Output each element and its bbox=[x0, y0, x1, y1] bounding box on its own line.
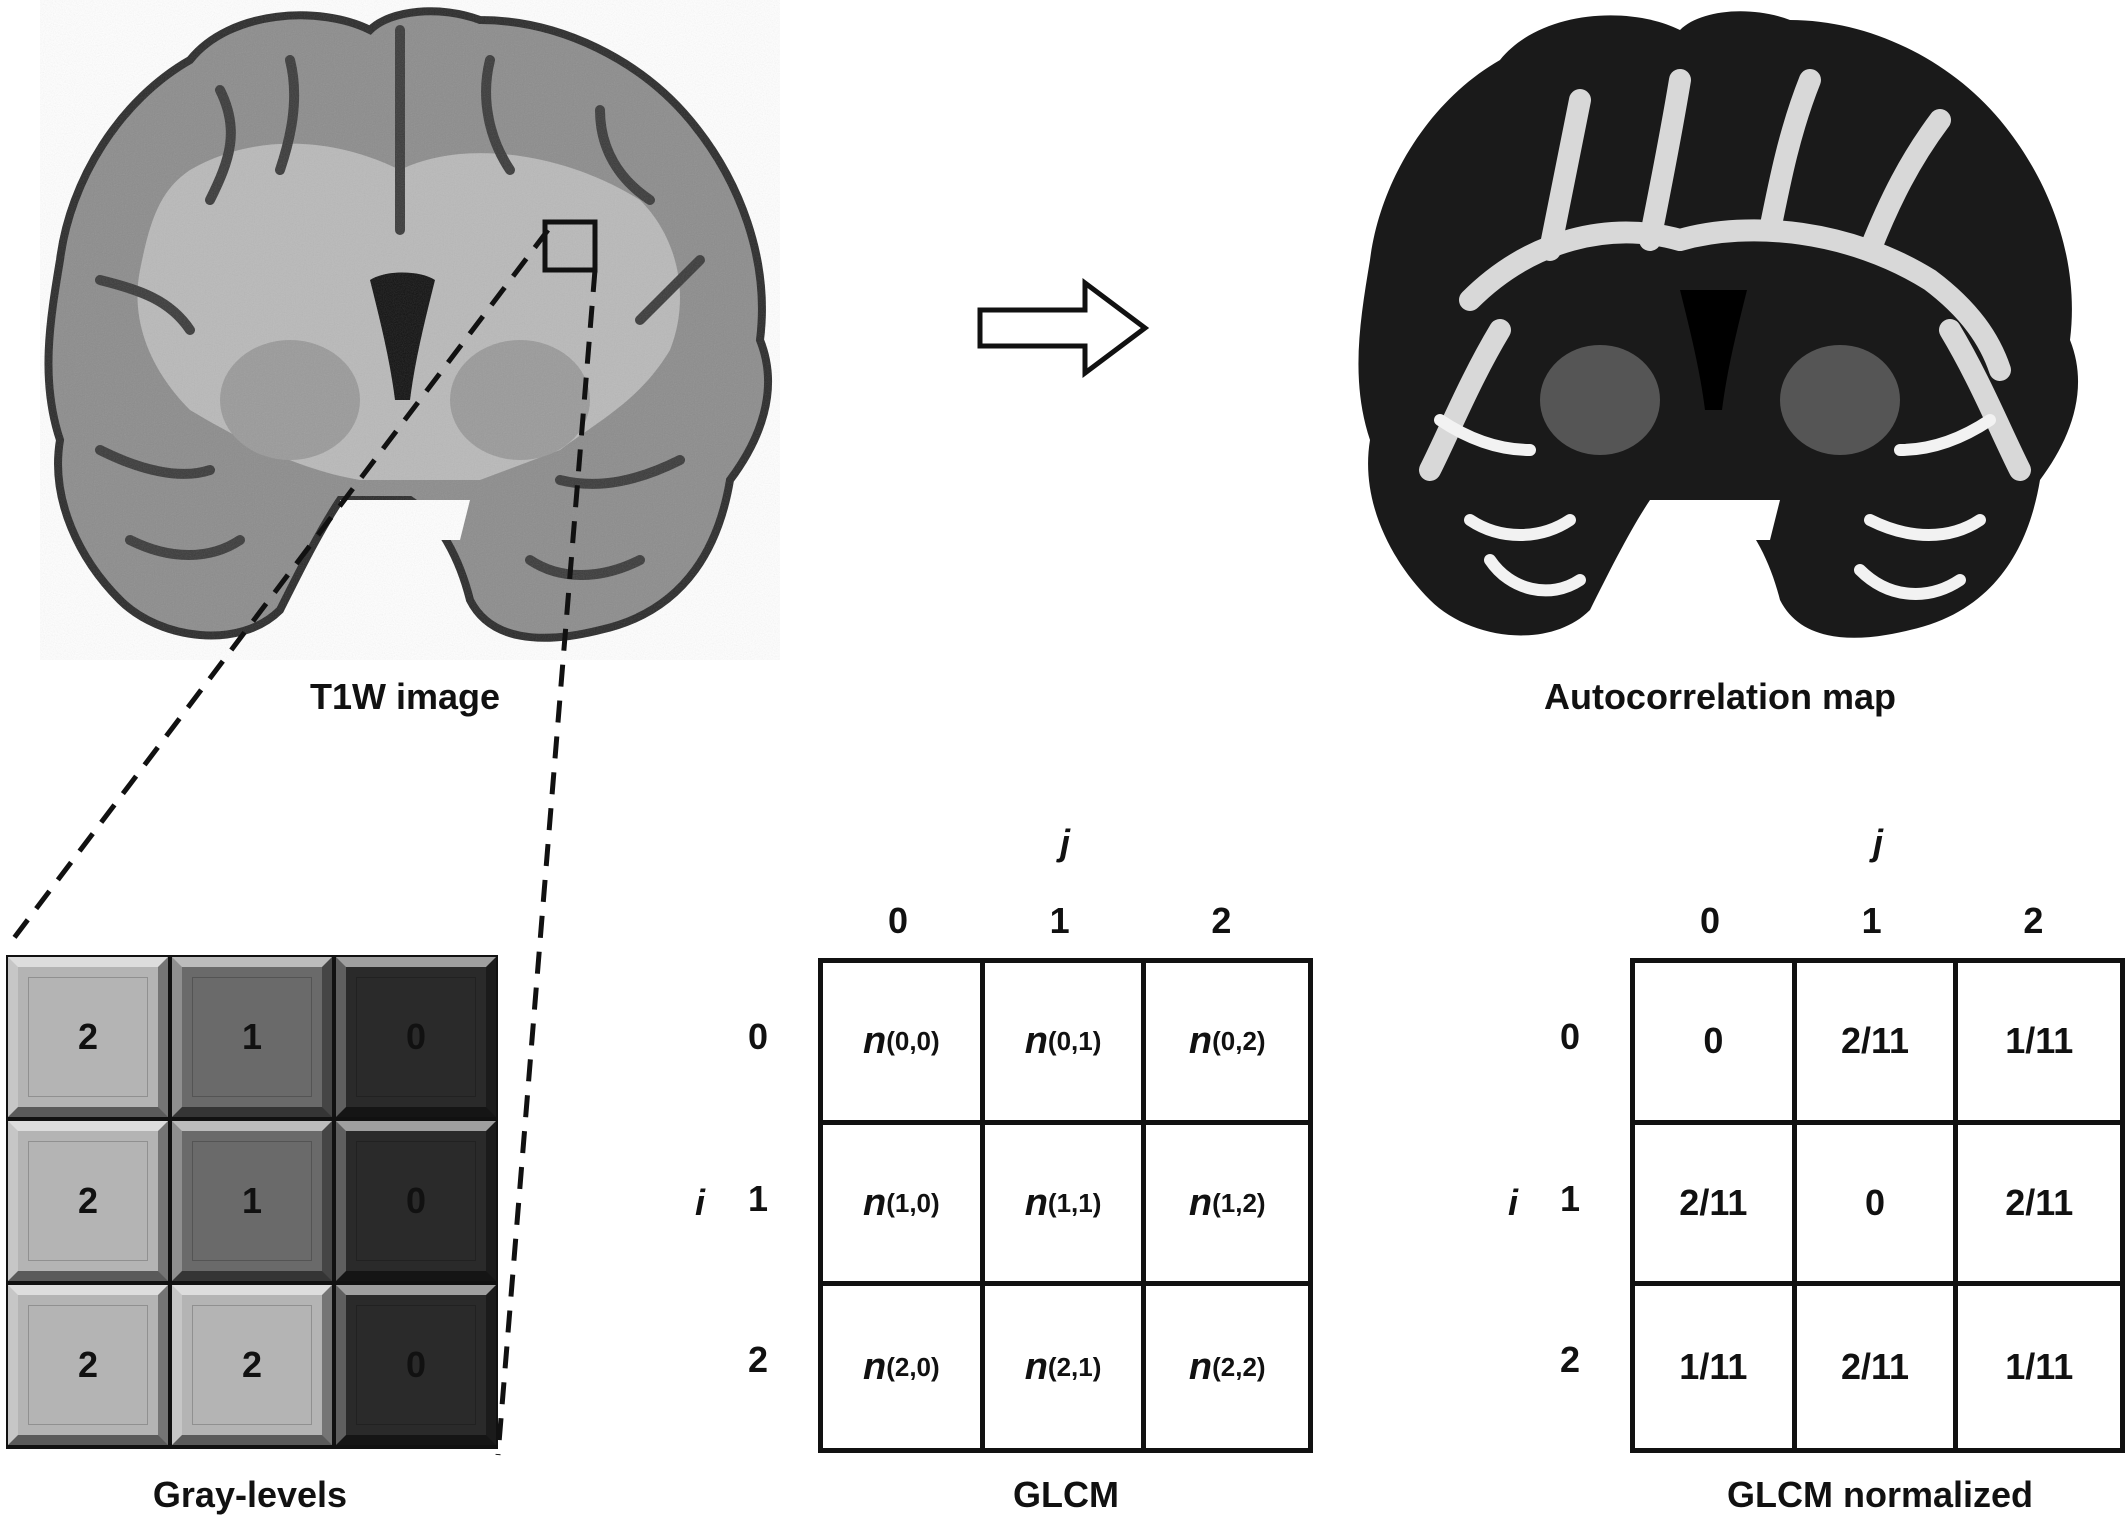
glcm-normalized-caption: GLCM normalized bbox=[1726, 1474, 2034, 1515]
gray-level-value: 2 bbox=[77, 1344, 99, 1385]
glcm-count-symbol: n bbox=[1024, 1019, 1048, 1062]
glcm-count-subscript: (2,0) bbox=[886, 1351, 940, 1382]
glcm-count-subscript: (1,0) bbox=[886, 1187, 940, 1218]
glcm_normalized-cell: 2/11 bbox=[1635, 1124, 1797, 1287]
glcm-cell: n(0,1) bbox=[984, 963, 1147, 1125]
glcm-count-symbol: n bbox=[1024, 1181, 1048, 1224]
glcm-count-subscript: (2,2) bbox=[1212, 1351, 1266, 1382]
glcm-matrix: n(0,0)n(0,1)n(0,2)n(1,0)n(1,1)n(1,2)n(2,… bbox=[818, 958, 1313, 1453]
glcm-cell: n(0,2) bbox=[1146, 963, 1309, 1125]
gray-level-tile: 1 bbox=[172, 957, 332, 1117]
glcm-i-axis-label: i bbox=[694, 1182, 705, 1223]
glcm-count-subscript: (2,1) bbox=[1047, 1351, 1102, 1382]
t1w-brain-image bbox=[40, 0, 780, 660]
gray-level-value: 0 bbox=[405, 1180, 427, 1221]
glcm_normalized-col-label: 0 bbox=[1699, 900, 1721, 941]
gray-level-tile: 2 bbox=[8, 1121, 168, 1281]
glcm-count-symbol: n bbox=[863, 1019, 887, 1062]
glcm-row-label: 1 bbox=[747, 1177, 769, 1219]
glcm-j-axis-label: j bbox=[1059, 822, 1070, 863]
gray-level-value: 1 bbox=[241, 1180, 263, 1221]
glcm-cell: n(1,0) bbox=[823, 1124, 985, 1287]
glcm-cell: n(2,2) bbox=[1146, 1286, 1308, 1448]
glcm_normalized-cell: 2/11 bbox=[1958, 1125, 2121, 1287]
glcm_normalized-col-label: 2 bbox=[2023, 900, 2044, 941]
gray-levels-grid: 2 1 0 2 1 0 2 2 0 bbox=[6, 955, 498, 1449]
gray-level-tile: 2 bbox=[8, 1285, 168, 1445]
glcm_normalized-cell: 0 bbox=[1796, 1124, 1959, 1287]
gray-level-tile: 0 bbox=[336, 1285, 496, 1445]
gray-level-value: 0 bbox=[405, 1344, 427, 1385]
glcm-count-symbol: n bbox=[1188, 1181, 1213, 1224]
glcm_normalized-cell: 2/11 bbox=[1796, 963, 1959, 1125]
glcm-count-symbol: n bbox=[863, 1181, 887, 1224]
glcm_normalized-row-label: 0 bbox=[1559, 1016, 1581, 1057]
glcm-cell: n(1,2) bbox=[1146, 1125, 1309, 1287]
glcm-cell: n(0,0) bbox=[823, 963, 985, 1125]
glcm-count-subscript: (1,2) bbox=[1212, 1187, 1266, 1218]
glcm_normalized-cell: 1/11 bbox=[1635, 1286, 1797, 1449]
gray-level-tile: 2 bbox=[8, 957, 168, 1117]
autocorrelation-caption: Autocorrelation map bbox=[1543, 676, 1897, 717]
gray-level-tile: 0 bbox=[336, 957, 496, 1117]
glcm_normalized-row-label: 1 bbox=[1559, 1177, 1581, 1219]
t1w-caption: T1W image bbox=[309, 676, 501, 717]
glcm-count-subscript: (0,2) bbox=[1212, 1025, 1266, 1056]
glcm-count-symbol: n bbox=[1024, 1345, 1048, 1388]
glcm-count-subscript: (1,1) bbox=[1047, 1187, 1102, 1218]
glcm_normalized-cell: 0 bbox=[1635, 963, 1797, 1125]
glcm_normalized-cell: 2/11 bbox=[1797, 1286, 1959, 1449]
gray-levels-caption: Gray-levels bbox=[152, 1474, 348, 1515]
gray-level-value: 2 bbox=[77, 1180, 99, 1221]
gray-level-tile: 2 bbox=[172, 1285, 332, 1445]
glcm-cell: n(2,1) bbox=[985, 1286, 1147, 1449]
glcm-cell: n(2,0) bbox=[823, 1286, 985, 1449]
gray-level-tile: 0 bbox=[336, 1121, 496, 1281]
glcm-count-subscript: (0,0) bbox=[886, 1025, 940, 1056]
glcm-count-symbol: n bbox=[1188, 1345, 1213, 1388]
gray-level-value: 2 bbox=[241, 1344, 263, 1385]
gray-level-tile: 1 bbox=[172, 1121, 332, 1281]
glcm_normalized-col-label: 1 bbox=[1861, 900, 1882, 941]
glcm-caption: GLCM bbox=[1013, 1474, 1119, 1515]
glcm-row-label: 2 bbox=[747, 1339, 769, 1381]
right-arrow-icon bbox=[977, 278, 1150, 378]
glcm-row-label: 0 bbox=[747, 1016, 769, 1057]
gray-level-value: 1 bbox=[241, 1016, 263, 1057]
gray-level-value: 0 bbox=[405, 1016, 427, 1057]
glcm-col-label: 1 bbox=[1049, 900, 1070, 941]
glcm_normalized-row-label: 2 bbox=[1559, 1339, 1581, 1381]
gray-level-value: 2 bbox=[77, 1016, 99, 1057]
glcm-count-subscript: (0,1) bbox=[1047, 1025, 1102, 1056]
glcm-norm-i-axis-label: i bbox=[1507, 1182, 1518, 1223]
glcm-count-symbol: n bbox=[863, 1345, 887, 1388]
glcm_normalized-cell: 1/11 bbox=[2005, 1346, 2074, 1388]
autocorrelation-brain-map bbox=[1358, 11, 2079, 638]
glcm-col-label: 0 bbox=[887, 900, 909, 941]
zoom-region-box bbox=[542, 219, 598, 273]
glcm-cell: n(1,1) bbox=[984, 1124, 1147, 1287]
glcm-norm-j-axis-label: j bbox=[1872, 822, 1883, 863]
glcm-count-symbol: n bbox=[1188, 1019, 1213, 1062]
glcm_normalized-cell: 1/11 bbox=[1958, 963, 2121, 1125]
glcm-col-label: 2 bbox=[1211, 900, 1232, 941]
